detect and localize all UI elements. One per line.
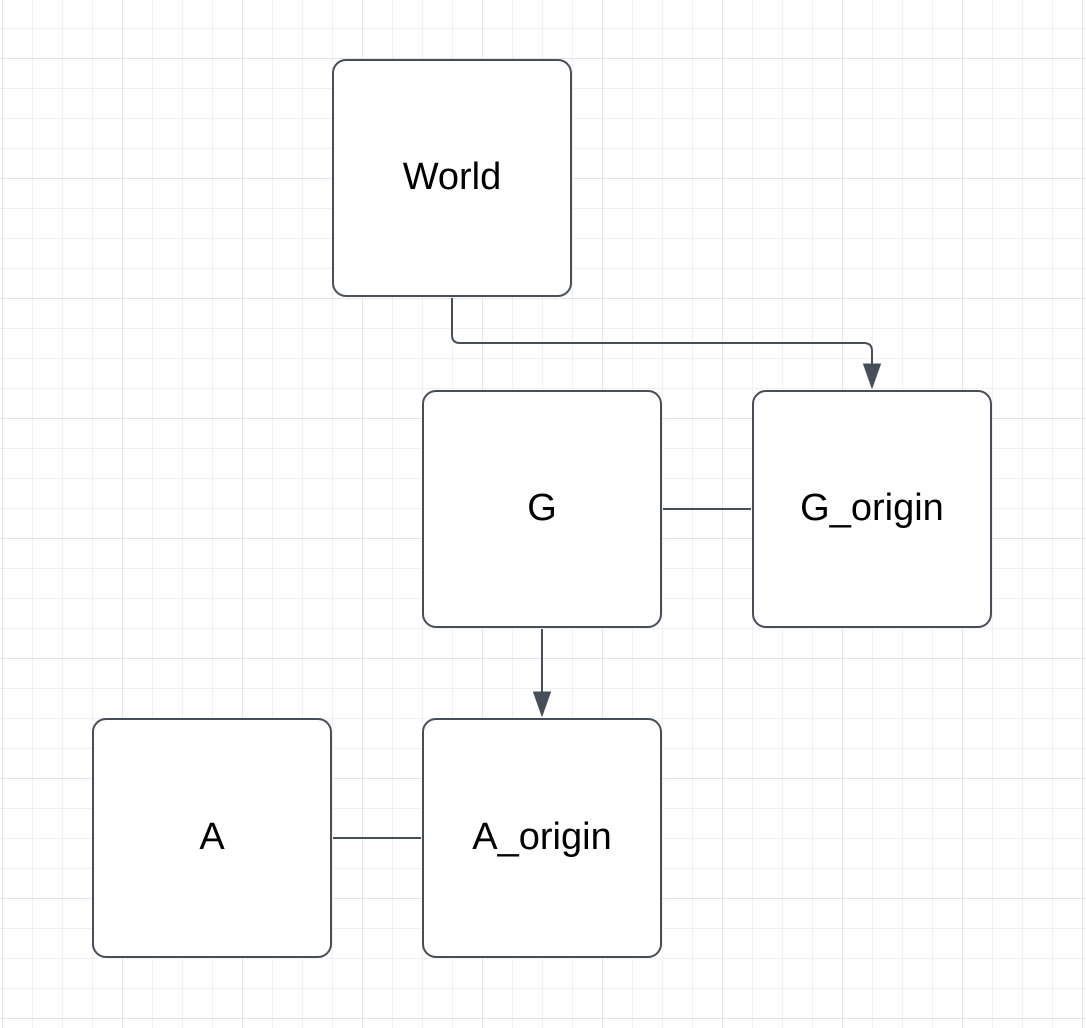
- node-a-origin-label: A_origin: [472, 816, 612, 859]
- arrowhead-g-origin: [863, 363, 881, 389]
- edge-world-to-g-origin[interactable]: [451, 298, 881, 389]
- node-g[interactable]: G: [422, 390, 662, 628]
- node-world-label: World: [402, 156, 502, 199]
- node-g-label: G: [527, 487, 557, 530]
- edge-g-to-a-origin[interactable]: [533, 629, 551, 717]
- node-g-origin-label: G_origin: [800, 487, 944, 530]
- node-g-origin[interactable]: G_origin: [752, 390, 992, 628]
- node-a[interactable]: A: [92, 718, 332, 958]
- node-world[interactable]: World: [332, 59, 572, 297]
- arrowhead-a-origin: [533, 691, 551, 717]
- node-a-label: A: [199, 816, 225, 859]
- node-a-origin[interactable]: A_origin: [422, 718, 662, 958]
